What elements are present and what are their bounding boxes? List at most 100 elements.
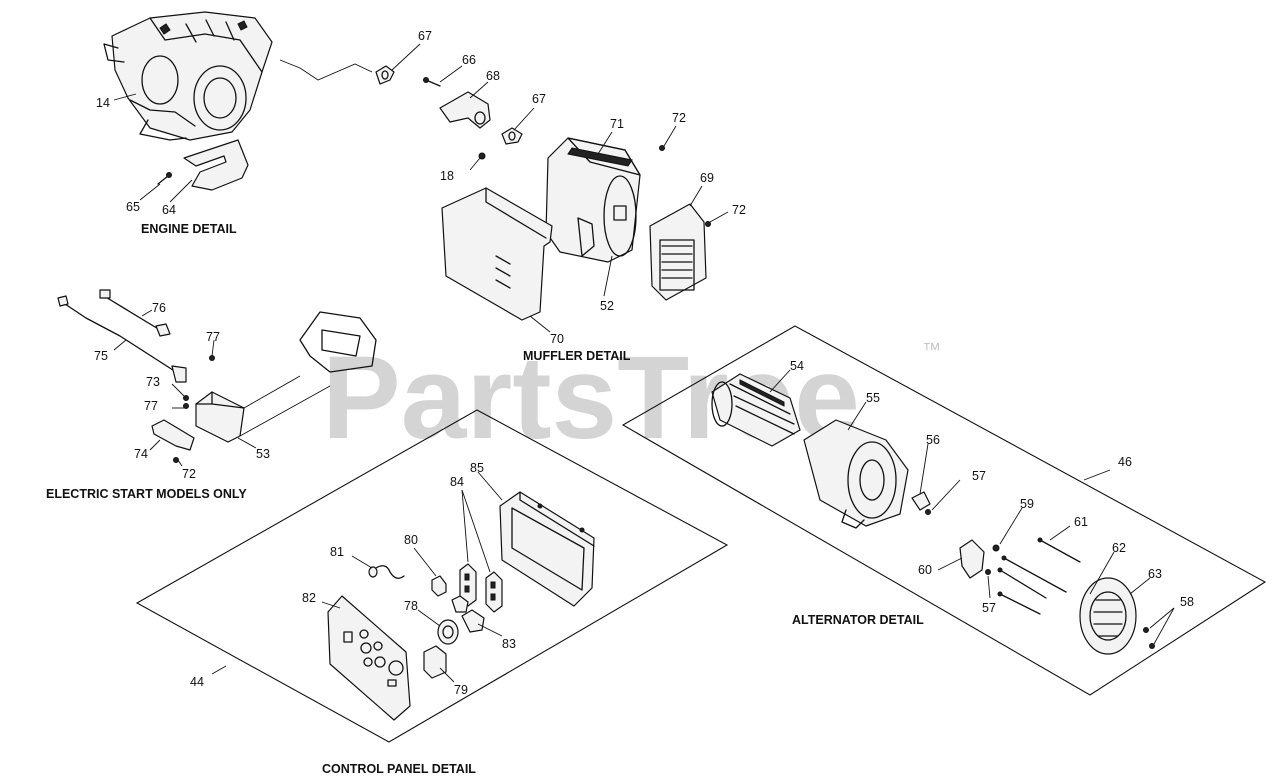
callout-58: 58 [1180,595,1194,609]
callout-44: 44 [190,675,204,689]
callout-54: 54 [790,359,804,373]
callout-80: 80 [404,533,418,547]
callout-77-upper: 77 [206,330,220,344]
callout-78: 78 [404,599,418,613]
spark-arrestor-69 [649,203,707,301]
control-panel-detail-caption: CONTROL PANEL DETAIL [322,762,476,776]
screw-72-battery [173,457,179,463]
battery-projection [239,375,331,437]
outlet-84-right [485,571,503,613]
callout-56: 56 [926,433,940,447]
washer-59 [992,544,1000,552]
alternator-detail-caption: ALTERNATOR DETAIL [792,613,924,627]
callout-57-upper: 57 [972,469,986,483]
callout-76: 76 [152,301,166,315]
callout-66: 66 [462,53,476,67]
callout-81: 81 [330,545,344,559]
callout-14: 14 [96,96,110,110]
screw-77-upper [209,355,215,361]
callout-84: 84 [450,475,464,489]
callout-85: 85 [470,461,484,475]
callout-57-lower: 57 [982,601,996,615]
stator-55 [803,419,909,529]
muffler-detail: 67 66 68 67 71 72 18 69 72 52 70 MUFFLER… [375,29,746,363]
bracket-74 [151,419,195,451]
frame-mount [299,311,377,373]
electric-start-detail: 76 75 77 73 77 74 72 53 ELECTRIC START M… [46,289,377,501]
gasket-67-upper [375,65,395,85]
faceplate-82 [327,595,411,721]
callout-61: 61 [1074,515,1088,529]
battery-53 [195,391,245,443]
callout-52: 52 [600,299,614,313]
electric-start-caption: ELECTRIC START MODELS ONLY [46,487,247,501]
callout-65: 65 [126,200,140,214]
callout-71: 71 [610,117,624,131]
screw-57-upper [925,509,931,515]
meter-79 [423,645,447,679]
exhaust-pipe-68 [439,91,491,129]
alternator-detail-box [621,325,1267,696]
control-box-85 [499,491,595,607]
callout-70: 70 [550,332,564,346]
screw-58-upper [1143,627,1149,633]
callout-64: 64 [162,203,176,217]
receptacle-78 [437,619,459,645]
nut-18 [478,152,486,160]
heat-shield-70 [441,187,553,321]
screw-72-upper [659,145,665,151]
callout-83: 83 [502,637,516,651]
muffler-71 [545,137,641,263]
callout-55: 55 [866,391,880,405]
stud-66 [423,77,441,87]
screw-77-lower [183,403,189,409]
callout-63: 63 [1148,567,1162,581]
breaker-small [451,595,469,613]
callout-77-lower: 77 [144,399,158,413]
callout-74: 74 [134,447,148,461]
gasket-67-lower [501,127,523,145]
engine [103,11,273,141]
breaker-83 [461,609,485,633]
muffler-detail-caption: MUFFLER DETAIL [523,349,631,363]
control-panel-detail: 85 84 81 80 82 78 83 44 79 CONTROL PANEL… [190,461,595,776]
screw-57-lower [985,569,991,575]
callout-72-lower: 72 [732,203,746,217]
callout-72-battery: 72 [182,467,196,481]
cable-76 [99,289,171,337]
part-56 [911,491,931,511]
engine-exhaust-connection [279,59,373,81]
screw-65 [157,172,172,185]
callout-82: 82 [302,591,316,605]
callout-73: 73 [146,375,160,389]
engine-guard [183,139,249,191]
switch-80 [431,575,447,597]
callout-69: 69 [700,171,714,185]
callout-68: 68 [486,69,500,83]
callout-79: 79 [454,683,468,697]
callout-72-upper: 72 [672,111,686,125]
callout-59: 59 [1020,497,1034,511]
screw-73 [183,395,189,401]
rotor-54 [711,373,801,447]
callout-62: 62 [1112,541,1126,555]
harness-81 [368,565,405,579]
callout-18: 18 [440,169,454,183]
through-bolts-61 [997,537,1081,615]
callout-67-upper: 67 [418,29,432,43]
callout-46: 46 [1118,455,1132,469]
engine-detail-caption: ENGINE DETAIL [141,222,237,236]
control-panel-detail-box [135,409,729,743]
end-cover-63 [1079,577,1137,655]
callout-75: 75 [94,349,108,363]
bracket-60 [959,539,985,579]
screw-58-lower [1149,643,1155,649]
watermark-trademark: ™ [922,340,941,361]
cable-75 [57,295,187,383]
callout-53: 53 [256,447,270,461]
screw-72-lower [705,221,711,227]
engine-detail: 14 64 65 ENGINE DETAIL [96,11,373,236]
callout-60: 60 [918,563,932,577]
callout-67-lower: 67 [532,92,546,106]
